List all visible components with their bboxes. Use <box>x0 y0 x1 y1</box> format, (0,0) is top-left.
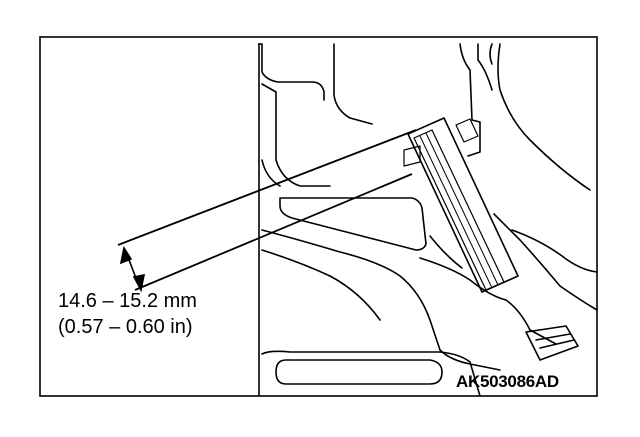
dimension-spec-inch: (0.57 – 0.60 in) <box>58 316 193 338</box>
valve-guide <box>403 117 519 293</box>
arrowhead-top <box>119 245 133 265</box>
figure-code: AK503086AD <box>456 372 559 391</box>
figure-frame <box>39 36 598 397</box>
dimension-spec-mm: 14.6 – 15.2 mm <box>58 290 197 312</box>
dimension-arrow <box>119 245 146 293</box>
arrowhead-bottom <box>132 273 146 293</box>
dimension-extension-lines <box>117 129 417 291</box>
cylinder-head-casting <box>258 43 598 397</box>
